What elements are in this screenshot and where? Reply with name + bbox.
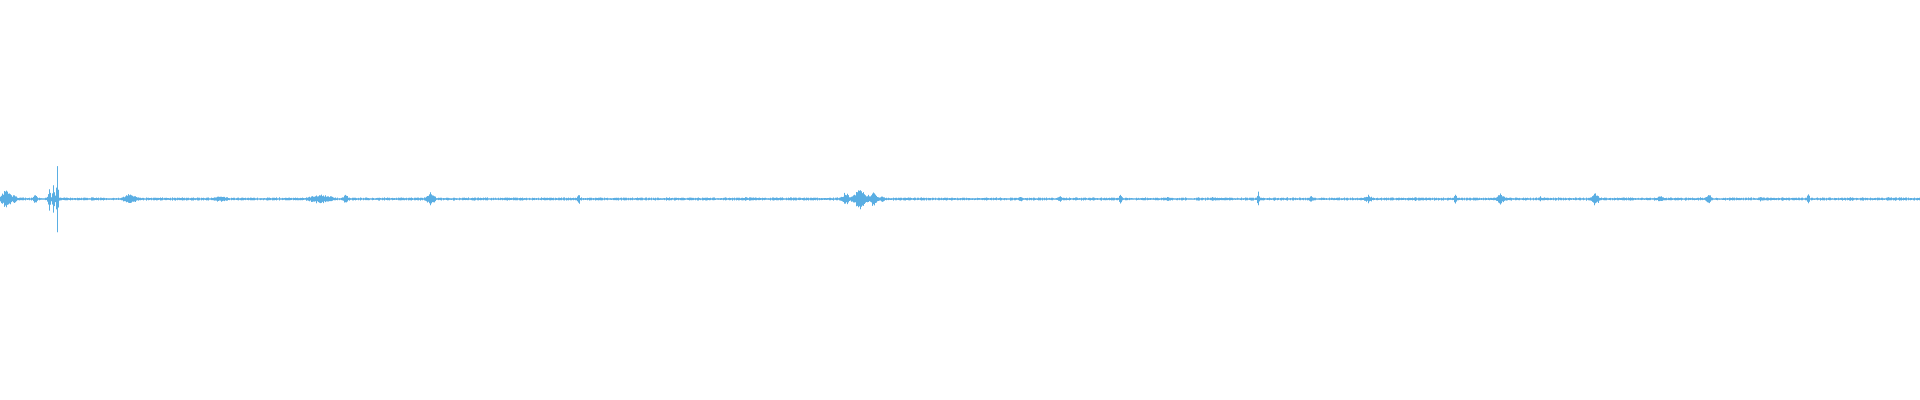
waveform-amplitude (0, 166, 1920, 233)
waveform-trace (0, 166, 1920, 233)
